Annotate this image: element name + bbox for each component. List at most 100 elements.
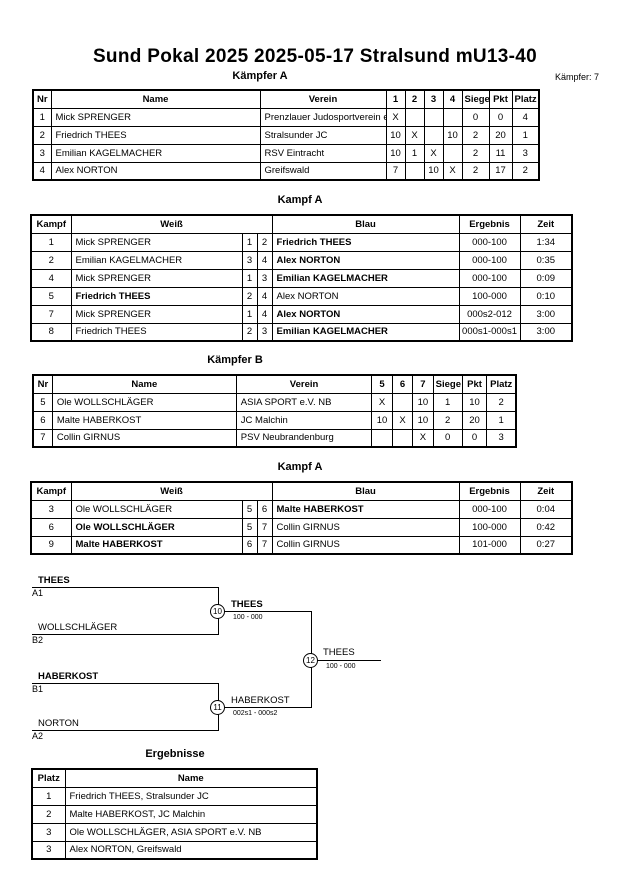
table-cell: 3 bbox=[511, 143, 540, 163]
table-cell: 2 bbox=[461, 125, 490, 145]
bout-result: 100-000 bbox=[458, 286, 521, 306]
table-cell: RSV Eintracht bbox=[259, 143, 387, 163]
table-cell: 20 bbox=[461, 410, 488, 430]
table-cell: X bbox=[423, 143, 444, 163]
table-cell: X bbox=[412, 428, 434, 448]
white-fighter: Emilian KAGELMACHER bbox=[70, 250, 243, 270]
blue-number: 3 bbox=[256, 268, 273, 288]
page-title: Sund Pokal 2025 2025-05-17 Stralsund mU1… bbox=[92, 46, 538, 67]
result-place: 3 bbox=[31, 840, 66, 860]
table-cell: Alex NORTON bbox=[50, 161, 261, 181]
table-cell: 17 bbox=[488, 161, 513, 181]
bracket-m10-score: 100 - 000 bbox=[233, 614, 263, 621]
bracket-m11-winner: HABERKOST bbox=[231, 695, 290, 706]
table-cell: 6 bbox=[32, 410, 53, 430]
column-header: Weiß bbox=[70, 481, 273, 501]
bracket-a2-name: NORTON bbox=[38, 718, 79, 729]
blue-fighter: Alex NORTON bbox=[271, 250, 460, 270]
column-header: Kampf bbox=[30, 214, 72, 234]
white-number: 6 bbox=[241, 535, 258, 555]
bout-number: 9 bbox=[30, 535, 72, 555]
column-header: 1 bbox=[385, 89, 406, 109]
table-cell: 10 bbox=[423, 161, 444, 181]
blue-number: 6 bbox=[256, 499, 273, 519]
bracket-line bbox=[32, 730, 218, 731]
white-number: 5 bbox=[241, 499, 258, 519]
bout-result: 000-100 bbox=[458, 232, 521, 252]
bout-time: 0:10 bbox=[519, 286, 573, 306]
table-cell: Greifswald bbox=[259, 161, 387, 181]
bout-result: 000s2-012 bbox=[458, 304, 521, 324]
table-cell: 1 bbox=[432, 392, 463, 412]
blue-number: 4 bbox=[256, 250, 273, 270]
table-cell: 2 bbox=[432, 410, 463, 430]
bout-result: 000s1-000s1 bbox=[458, 322, 521, 342]
table-cell: 5 bbox=[32, 392, 53, 412]
blue-fighter: Emilian KAGELMACHER bbox=[271, 322, 460, 342]
table-cell bbox=[442, 143, 463, 163]
bouts-a-title: Kampf A bbox=[277, 194, 323, 206]
white-fighter: Mick SPRENGER bbox=[70, 232, 243, 252]
bracket-line bbox=[32, 634, 218, 635]
bout-number: 7 bbox=[30, 304, 72, 324]
column-header: Name bbox=[64, 768, 318, 788]
table-cell: X bbox=[404, 125, 425, 145]
column-header: 3 bbox=[423, 89, 444, 109]
white-fighter: Friedrich THEES bbox=[70, 322, 243, 342]
table-cell: 10 bbox=[412, 392, 434, 412]
table-cell: 20 bbox=[488, 125, 513, 145]
table-cell: 2 bbox=[461, 161, 490, 181]
table-cell: Collin GIRNUS bbox=[51, 428, 237, 448]
blue-fighter: Friedrich THEES bbox=[271, 232, 460, 252]
column-header: Ergebnis bbox=[458, 481, 521, 501]
column-header: 5 bbox=[371, 374, 393, 394]
blue-number: 4 bbox=[256, 304, 273, 324]
bout-number: 2 bbox=[30, 250, 72, 270]
result-place: 2 bbox=[31, 804, 66, 824]
bout-number: 1 bbox=[30, 232, 72, 252]
table-cell: Emilian KAGELMACHER bbox=[50, 143, 261, 163]
table-cell bbox=[404, 107, 425, 127]
result-place: 3 bbox=[31, 822, 66, 842]
result-place: 1 bbox=[31, 786, 66, 806]
table-cell bbox=[391, 428, 414, 448]
white-number: 1 bbox=[241, 232, 258, 252]
table-cell: 1 bbox=[32, 107, 52, 127]
table-cell: X bbox=[442, 161, 463, 181]
white-number: 2 bbox=[241, 286, 258, 306]
column-header: Pkt bbox=[488, 89, 513, 109]
bout-number: 6 bbox=[30, 517, 72, 537]
table-cell: PSV Neubrandenburg bbox=[235, 428, 373, 448]
table-cell: 7 bbox=[385, 161, 406, 181]
match-11-badge: 11 bbox=[210, 700, 225, 715]
blue-number: 4 bbox=[256, 286, 273, 306]
white-fighter: Mick SPRENGER bbox=[70, 268, 243, 288]
match-12-badge: 12 bbox=[303, 653, 318, 668]
column-header: Zeit bbox=[519, 214, 573, 234]
blue-fighter: Alex NORTON bbox=[271, 286, 460, 306]
bracket-a2-seed: A2 bbox=[32, 731, 44, 741]
match-10-badge: 10 bbox=[210, 604, 225, 619]
table-cell: Malte HABERKOST bbox=[51, 410, 237, 430]
column-header: Blau bbox=[271, 481, 460, 501]
fighters-a-title: Kämpfer A bbox=[232, 70, 288, 82]
column-header: Siege bbox=[432, 374, 463, 394]
column-header: 2 bbox=[404, 89, 425, 109]
table-cell: 1 bbox=[511, 125, 540, 145]
table-cell: 10 bbox=[461, 392, 488, 412]
